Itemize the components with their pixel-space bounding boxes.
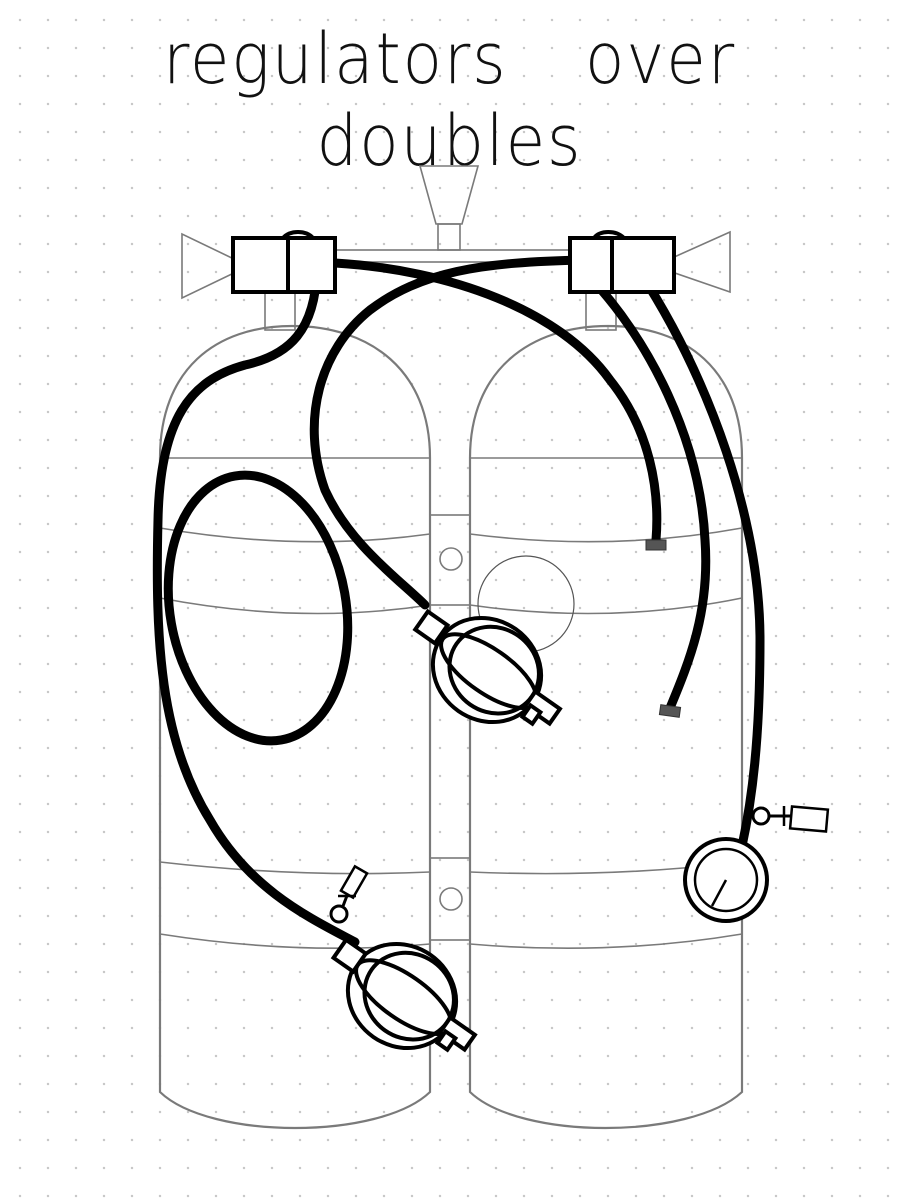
short-hose [309, 255, 590, 610]
pressure-gauge-icon [683, 837, 769, 923]
upper-second-stage-icon [412, 608, 563, 727]
right-cylinder-icon [468, 324, 744, 1130]
gauge-boltsnap-icon [751, 805, 830, 833]
long-hose-boltsnap-icon [329, 864, 369, 924]
band-bracket-top [429, 514, 471, 606]
drysuit-hose [582, 269, 711, 713]
diagram-title: regulators over doubles [36, 18, 863, 182]
inflator-end-icon [645, 539, 667, 551]
left-first-stage-icon [231, 230, 337, 294]
inflator-hose [330, 258, 662, 545]
title-word-1: regulators [162, 18, 508, 100]
band-bracket-bottom [429, 857, 471, 941]
lower-second-stage-icon [330, 937, 478, 1053]
long-hose-loop [163, 470, 353, 746]
long-hose [152, 265, 360, 947]
drysuit-end-icon [658, 704, 682, 718]
spg-hose [635, 267, 765, 851]
hoses [152, 255, 765, 947]
right-first-stage-icon [568, 230, 676, 294]
title-word-3: doubles [316, 100, 583, 182]
title-word-2: over [585, 18, 737, 100]
